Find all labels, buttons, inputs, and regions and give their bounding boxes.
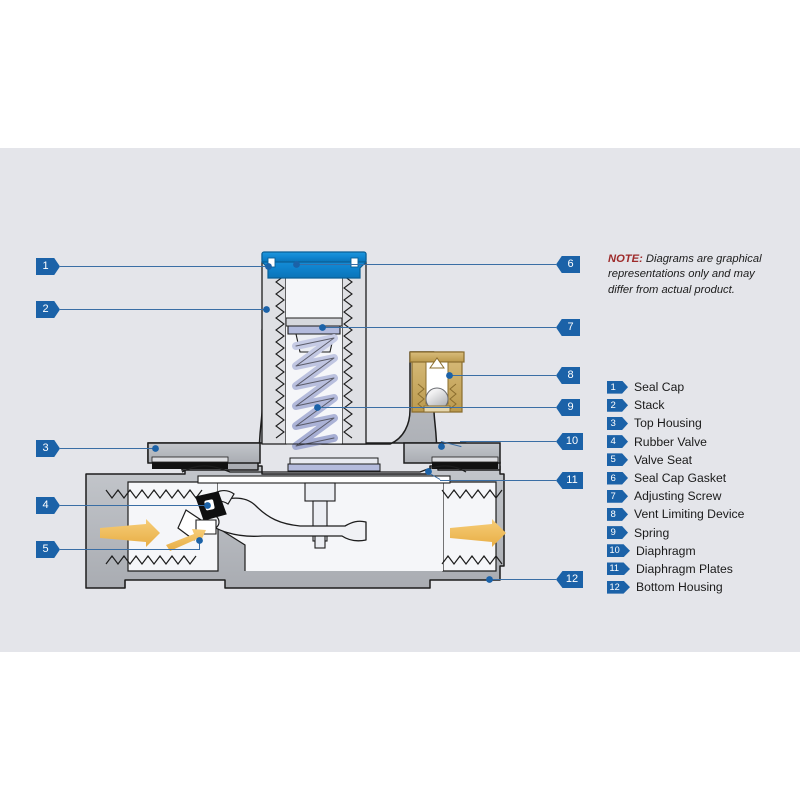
callout-badge-5[interactable]: 5 bbox=[36, 541, 60, 558]
inlet-thread-upper bbox=[105, 489, 203, 499]
diaphragm-stem-collar bbox=[304, 482, 336, 502]
inlet-small-arrow bbox=[166, 529, 206, 551]
legend-label-5: Valve Seat bbox=[634, 452, 693, 467]
legend-label-9: Spring bbox=[634, 525, 670, 540]
seal-cap-gasket-right bbox=[350, 257, 359, 268]
legend-label-8: Vent Limiting Device bbox=[634, 507, 745, 522]
diaphragm-membrane bbox=[181, 465, 467, 473]
callout-badge-8[interactable]: 8 bbox=[556, 367, 580, 384]
legend-badge-6: 6 bbox=[607, 471, 628, 485]
callout-badge-7[interactable]: 7 bbox=[556, 319, 580, 336]
parts-legend: 1 Seal Cap 2 Stack 3 Top Housing 4 Rubbe… bbox=[607, 378, 787, 596]
stack-thread-right bbox=[343, 269, 353, 439]
callout-badge-10[interactable]: 10 bbox=[556, 433, 583, 450]
bottom-housing-inner-cavity-outline bbox=[217, 527, 246, 571]
outlet-arrow bbox=[450, 519, 506, 547]
vent-limiting-cone bbox=[429, 357, 445, 369]
flange-shim-left bbox=[151, 456, 229, 463]
legend-item-4[interactable]: 4 Rubber Valve bbox=[607, 433, 787, 451]
legend-badge-3: 3 bbox=[607, 416, 628, 430]
stack-thread-left bbox=[275, 269, 285, 439]
note-text: Diagrams are graphical representations o… bbox=[608, 253, 762, 296]
legend-badge-11: 11 bbox=[607, 562, 630, 576]
legend-item-12[interactable]: 12 Bottom Housing bbox=[607, 578, 787, 596]
legend-item-1[interactable]: 1 Seal Cap bbox=[607, 378, 787, 396]
callout-dot-9 bbox=[314, 404, 321, 411]
callout-badge-9[interactable]: 9 bbox=[556, 399, 580, 416]
callout-dot-1 bbox=[265, 263, 272, 270]
diagram-note: NOTE: Diagrams are graphical representat… bbox=[608, 252, 780, 298]
callout-dot-11 bbox=[425, 468, 432, 475]
diaphragm-line bbox=[197, 475, 451, 484]
legend-item-6[interactable]: 6 Seal Cap Gasket bbox=[607, 469, 787, 487]
legend-label-10: Diaphragm bbox=[636, 543, 696, 558]
legend-badge-8: 8 bbox=[607, 507, 628, 521]
callout-dot-10 bbox=[438, 443, 445, 450]
legend-item-9[interactable]: 9 Spring bbox=[607, 524, 787, 542]
legend-label-4: Rubber Valve bbox=[634, 434, 707, 449]
legend-badge-9: 9 bbox=[607, 526, 628, 540]
legend-item-2[interactable]: 2 Stack bbox=[607, 396, 787, 414]
inlet-thread-lower bbox=[105, 555, 197, 565]
legend-item-11[interactable]: 11 Diaphragm Plates bbox=[607, 560, 787, 578]
callout-badge-1[interactable]: 1 bbox=[36, 258, 60, 275]
inlet-main-arrow bbox=[100, 519, 160, 547]
callout-dot-6 bbox=[293, 261, 300, 268]
callout-dot-8 bbox=[446, 372, 453, 379]
note-label: NOTE: bbox=[608, 253, 643, 265]
legend-item-7[interactable]: 7 Adjusting Screw bbox=[607, 487, 787, 505]
legend-badge-2: 2 bbox=[607, 398, 628, 412]
flange-gasket-right bbox=[432, 462, 498, 469]
legend-item-8[interactable]: 8 Vent Limiting Device bbox=[607, 505, 787, 523]
legend-label-12: Bottom Housing bbox=[636, 580, 723, 595]
legend-item-10[interactable]: 10 Diaphragm bbox=[607, 542, 787, 560]
callout-badge-3[interactable]: 3 bbox=[36, 440, 60, 457]
diaphragm-plate-lower bbox=[289, 457, 379, 465]
callout-dot-4 bbox=[204, 502, 211, 509]
callout-dot-3 bbox=[152, 445, 159, 452]
legend-label-6: Seal Cap Gasket bbox=[634, 471, 727, 486]
callout-badge-2[interactable]: 2 bbox=[36, 301, 60, 318]
callout-dot-5 bbox=[196, 537, 203, 544]
callout-badge-12[interactable]: 12 bbox=[556, 571, 583, 588]
legend-item-3[interactable]: 3 Top Housing bbox=[607, 414, 787, 432]
legend-label-3: Top Housing bbox=[634, 416, 702, 431]
legend-badge-1: 1 bbox=[607, 380, 628, 394]
outlet-thread-lower bbox=[441, 555, 503, 565]
legend-badge-10: 10 bbox=[607, 544, 630, 558]
legend-label-11: Diaphragm Plates bbox=[636, 561, 733, 576]
callout-dot-12 bbox=[486, 576, 493, 583]
callout-badge-4[interactable]: 4 bbox=[36, 497, 60, 514]
legend-badge-12: 12 bbox=[607, 580, 630, 594]
callout-badge-11[interactable]: 11 bbox=[556, 472, 583, 489]
seal-cap-top-plate bbox=[261, 251, 367, 263]
callout-dot-7 bbox=[319, 324, 326, 331]
callout-dot-2 bbox=[263, 306, 270, 313]
legend-label-2: Stack bbox=[634, 398, 665, 413]
lever-arm bbox=[204, 497, 367, 542]
legend-item-5[interactable]: 5 Valve Seat bbox=[607, 451, 787, 469]
callout-badge-6[interactable]: 6 bbox=[556, 256, 580, 273]
diaphragm-plate-upper bbox=[287, 463, 381, 472]
legend-label-1: Seal Cap bbox=[634, 380, 685, 395]
legend-badge-4: 4 bbox=[607, 435, 628, 449]
spring-coil-outline bbox=[295, 337, 335, 447]
adjusting-screw-stem bbox=[285, 317, 343, 327]
flange-shim-right bbox=[431, 456, 499, 463]
flange-gasket-left bbox=[152, 462, 228, 469]
valve-body-group bbox=[85, 251, 506, 589]
vent-thread-left bbox=[417, 383, 425, 410]
legend-badge-7: 7 bbox=[607, 489, 628, 503]
outlet-thread-upper bbox=[441, 489, 503, 499]
legend-label-7: Adjusting Screw bbox=[634, 489, 722, 504]
legend-badge-5: 5 bbox=[607, 453, 628, 467]
bottom-chamber-cavity bbox=[127, 481, 219, 572]
vent-thread-right bbox=[449, 383, 457, 410]
